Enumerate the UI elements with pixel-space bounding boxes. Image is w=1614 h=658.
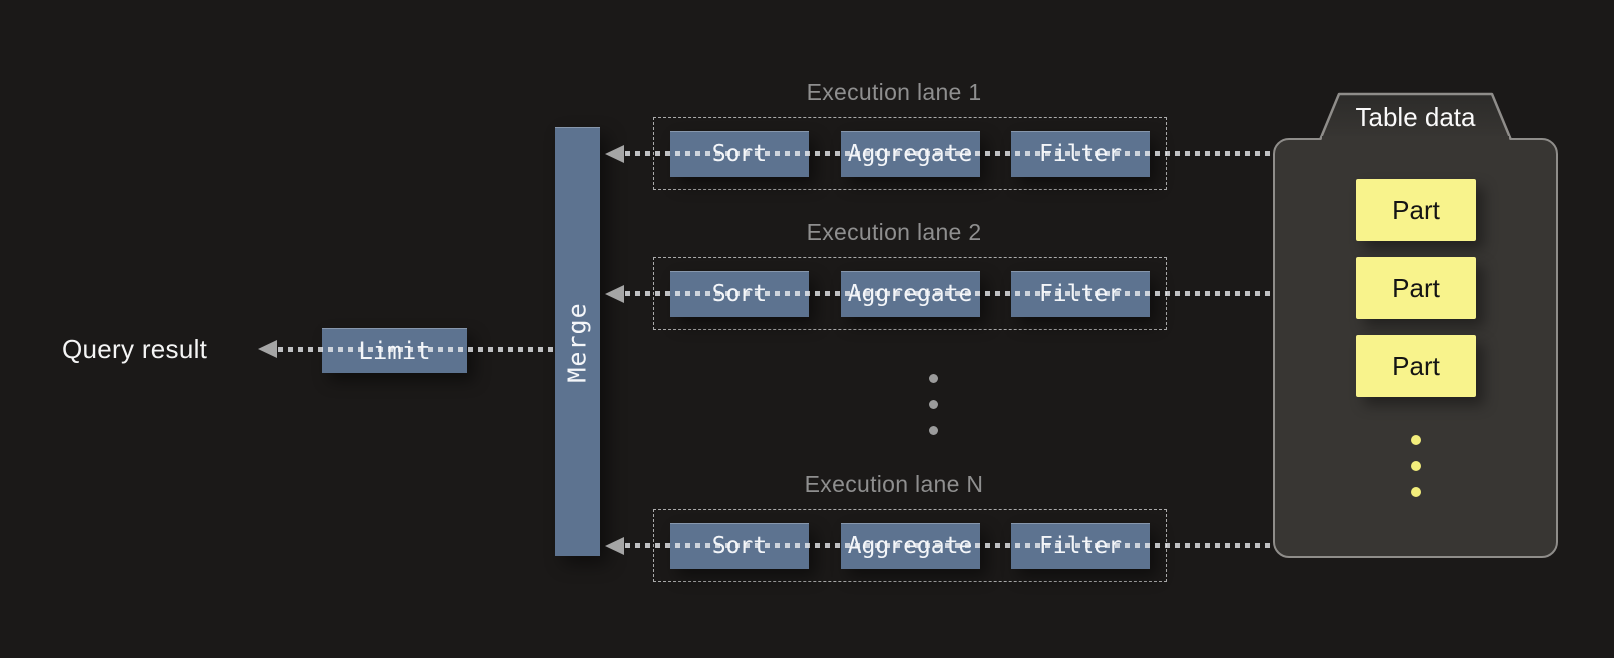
parts-ellipsis-icon	[1411, 435, 1421, 497]
arrow-left-icon	[605, 145, 624, 163]
part-box: Part	[1356, 257, 1476, 319]
lane-frame: Sort Aggregate Filter	[653, 117, 1167, 190]
arrow-left-icon	[605, 537, 624, 555]
stage-label: Filter	[1038, 281, 1123, 307]
ellipsis-dot	[1411, 461, 1421, 471]
aggregate-stage-box: Aggregate	[840, 522, 980, 569]
arrow-left-icon	[258, 340, 277, 358]
ellipsis-dot	[1411, 435, 1421, 445]
stage-label: Sort	[711, 533, 768, 559]
stage-label: Sort	[711, 281, 768, 307]
lane-title: Execution lane 1	[806, 79, 982, 105]
stage-label: Sort	[711, 141, 768, 167]
aggregate-stage-box: Aggregate	[840, 270, 980, 317]
part-label: Part	[1392, 194, 1440, 225]
dotted-connector	[625, 543, 1272, 548]
ellipsis-dot	[929, 400, 938, 409]
part-label: Part	[1392, 272, 1440, 303]
execution-lane-1: Execution lane 1 Sort Aggregate Filter	[653, 79, 1167, 190]
part-label: Part	[1392, 350, 1440, 381]
stage-label: Filter	[1038, 533, 1123, 559]
stage-label: Aggregate	[847, 141, 973, 167]
lane-frame: Sort Aggregate Filter	[653, 509, 1167, 582]
lanes-ellipsis-icon	[929, 374, 938, 435]
stage-label: Filter	[1038, 141, 1123, 167]
arrow-left-icon	[605, 285, 624, 303]
lane-title: Execution lane N	[804, 471, 984, 497]
execution-lane-2: Execution lane 2 Sort Aggregate Filter	[653, 219, 1167, 330]
ellipsis-dot	[929, 426, 938, 435]
query-result-label: Query result	[62, 334, 208, 364]
dotted-connector	[625, 151, 1272, 156]
stage-label: Aggregate	[847, 533, 973, 559]
limit-label: Limit	[358, 337, 431, 365]
table-data-tab	[1318, 92, 1513, 140]
part-box: Part	[1356, 335, 1476, 397]
execution-lane-n: Execution lane N Sort Aggregate Filter	[653, 471, 1167, 582]
stage-label: Aggregate	[847, 281, 973, 307]
merge-bar: Merge	[555, 127, 600, 556]
dotted-connector	[278, 347, 555, 352]
lane-frame: Sort Aggregate Filter	[653, 257, 1167, 330]
merge-label: Merge	[563, 301, 593, 383]
aggregate-stage-box: Aggregate	[840, 130, 980, 177]
lane-title: Execution lane 2	[806, 219, 982, 245]
dotted-connector	[625, 291, 1272, 296]
ellipsis-dot	[929, 374, 938, 383]
part-box: Part	[1356, 179, 1476, 241]
table-data-title: Table data	[1355, 102, 1476, 132]
ellipsis-dot	[1411, 487, 1421, 497]
